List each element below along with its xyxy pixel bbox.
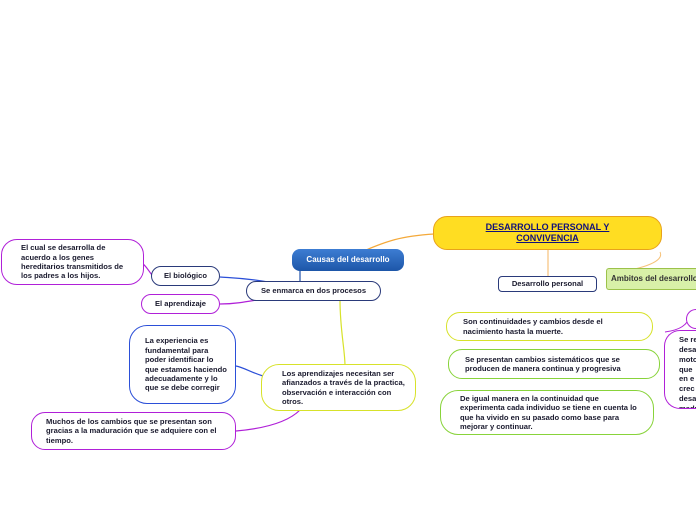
igual-manera-text: De igual manera en la continuidad que ex…: [460, 393, 637, 431]
maduracion-text: Muchos de los cambios que se presentan s…: [46, 416, 217, 445]
aprendizajes-necesitan-node[interactable]: Los aprendizajes necesitan ser afianzado…: [261, 364, 416, 411]
root-topic-label: DESARROLLO PERSONAL Y CONVIVENCIA: [485, 221, 610, 243]
link-aprendizajes-maduracion: [235, 409, 301, 432]
partial-line-7: desa: [679, 394, 696, 404]
experiencia-text: La experiencia es fundamental para poder…: [145, 336, 227, 393]
partial-line-4: que: [679, 364, 693, 374]
desarrollo-personal-label: Desarrollo personal: [511, 279, 584, 289]
el-biologico[interactable]: El biológico: [151, 266, 220, 286]
maduracion-node[interactable]: Muchos de los cambios que se presentan s…: [31, 412, 236, 450]
partial-line-2: desa: [679, 344, 696, 354]
experiencia-node[interactable]: La experiencia es fundamental para poder…: [129, 325, 236, 404]
cambios-sistematicos-text: Se presentan cambios sistemáticos que se…: [465, 354, 621, 373]
link-root-causas: [365, 233, 435, 251]
partial-line-8: madu: [679, 404, 696, 409]
partial-line-3: moto: [679, 354, 696, 364]
causas-label: Causas del desarrollo: [306, 255, 390, 264]
continuidades-node[interactable]: Son continuidades y cambios desde el nac…: [446, 312, 653, 341]
causas-del-desarrollo[interactable]: Causas del desarrollo: [292, 249, 404, 271]
biologico-desc-text: El cual se desarrolla de acuerdo a los g…: [21, 243, 124, 281]
link-procesos-aprendizajes: [339, 299, 346, 367]
ambitos-del-desarrollo[interactable]: Ambitos del desarrollo: [606, 268, 696, 290]
partial-line-6: crec: [679, 384, 695, 394]
aprendizajes-necesitan-text: Los aprendizajes necesitan ser afianzado…: [282, 368, 405, 406]
link-aprendizajes-experiencia: [235, 365, 264, 377]
ambitos-label: Ambitos del desarrollo: [611, 274, 696, 283]
cambios-sistematicos-node[interactable]: Se presentan cambios sistemáticos que se…: [448, 349, 660, 379]
biologico-description[interactable]: El cual se desarrolla de acuerdo a los g…: [1, 239, 144, 285]
desarrollo-personal[interactable]: Desarrollo personal: [498, 276, 597, 292]
partial-line-5: en e: [679, 374, 695, 384]
root-topic[interactable]: DESARROLLO PERSONAL Y CONVIVENCIA: [433, 216, 662, 250]
partial-line-1: Se re: [679, 335, 696, 344]
partial-node-right[interactable]: Se re desa moto que en e crec desa madu: [664, 330, 696, 409]
biologico-label: El biológico: [163, 271, 208, 281]
aprendizaje-label: El aprendizaje: [154, 299, 207, 309]
el-aprendizaje[interactable]: El aprendizaje: [141, 294, 220, 314]
procesos-label: Se enmarca en dos procesos: [260, 286, 367, 296]
se-enmarca-en-dos-procesos[interactable]: Se enmarca en dos procesos: [246, 281, 381, 301]
continuidades-text: Son continuidades y cambios desde el nac…: [463, 317, 603, 336]
igual-manera-node[interactable]: De igual manera en la continuidad que ex…: [440, 390, 654, 435]
